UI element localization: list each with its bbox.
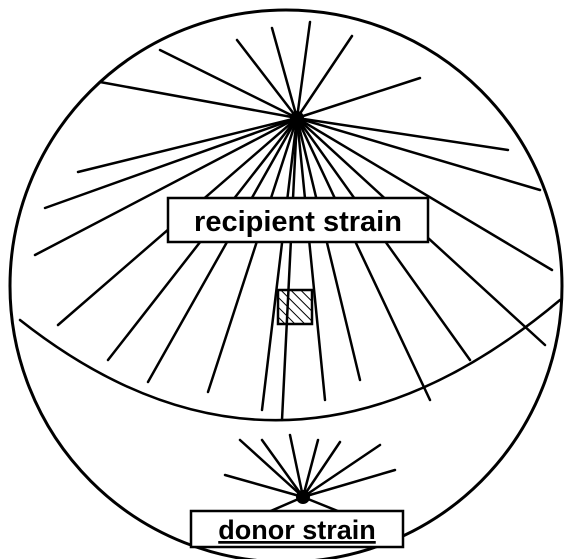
- donor-fiber-group: [225, 435, 395, 520]
- recipient-fiber-15: [262, 118, 297, 410]
- recipient-fiber-7: [297, 118, 540, 190]
- hatched-square-icon: [278, 290, 312, 324]
- recipient-fiber-6: [297, 118, 508, 150]
- recipient-strain-label: recipient strain: [168, 198, 428, 242]
- recipient-fiber-5: [297, 78, 420, 118]
- recipient-pole-dot: [290, 111, 304, 125]
- recipient-fiber-1: [237, 40, 297, 118]
- recipient-fiber-16: [208, 118, 297, 392]
- recipient-fiber-23: [100, 82, 297, 118]
- recipient-label-text: recipient strain: [194, 206, 402, 238]
- recipient-fiber-14: [282, 118, 297, 420]
- recipient-fiber-24: [160, 50, 297, 118]
- donor-strain-label: donor strain: [191, 511, 403, 547]
- recipient-fiber-8: [297, 118, 552, 270]
- donor-fiber-8: [303, 470, 395, 497]
- recipient-fiber-2: [272, 28, 297, 118]
- recipient-fiber-12: [297, 118, 360, 380]
- donor-pole-dot: [296, 490, 310, 504]
- recipient-fiber-13: [297, 118, 325, 400]
- recipient-fiber-11: [297, 118, 430, 400]
- donor-label-text: donor strain: [218, 515, 376, 545]
- recipient-fiber-21: [45, 118, 297, 208]
